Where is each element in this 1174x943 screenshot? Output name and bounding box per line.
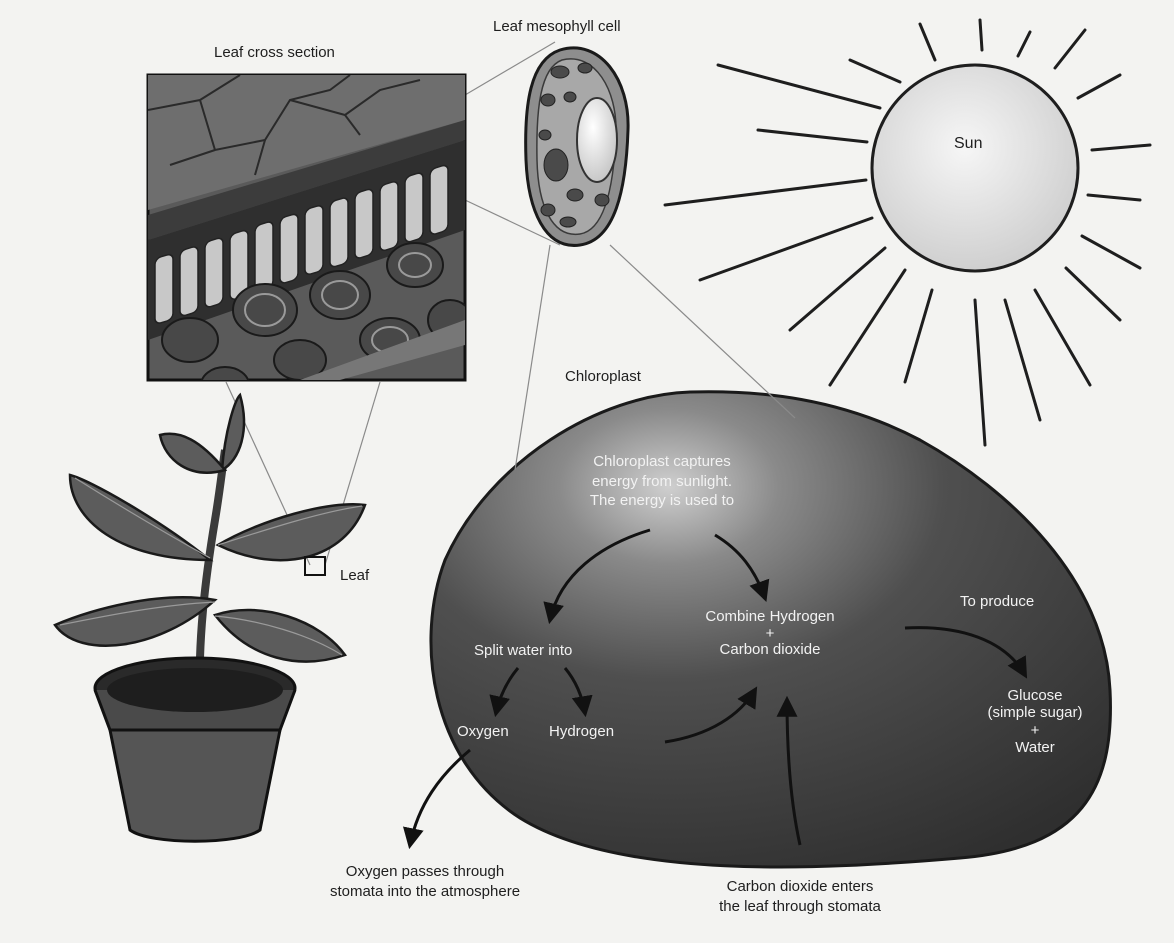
potted-plant [55, 395, 365, 841]
label-glucose: Glucose (simple sugar) + Water [955, 687, 1115, 756]
label-co2-enters: Carbon dioxide enters the leaf through s… [675, 877, 925, 916]
label-chloroplast: Chloroplast [565, 367, 641, 387]
label-leaf-cross-section: Leaf cross section [214, 43, 335, 63]
leaf-cross-section [148, 75, 472, 403]
arrow-oxygen-out [410, 750, 470, 845]
label-to-produce: To produce [960, 592, 1034, 612]
label-split-water: Split water into [474, 641, 572, 661]
label-combine-hydrogen: Combine Hydrogen + Carbon dioxide [675, 609, 865, 659]
label-mesophyll-cell: Leaf mesophyll cell [493, 17, 621, 37]
label-hydrogen: Hydrogen [549, 722, 614, 742]
mesophyll-cell [526, 48, 628, 245]
label-oxygen-passes: Oxygen passes through stomata into the a… [290, 862, 560, 901]
label-oxygen: Oxygen [457, 722, 509, 742]
label-chloroplast-captures: Chloroplast captures energy from sunligh… [562, 452, 762, 511]
label-leaf: Leaf [340, 566, 369, 586]
sun-circle [872, 65, 1078, 271]
label-sun: Sun [954, 134, 982, 155]
